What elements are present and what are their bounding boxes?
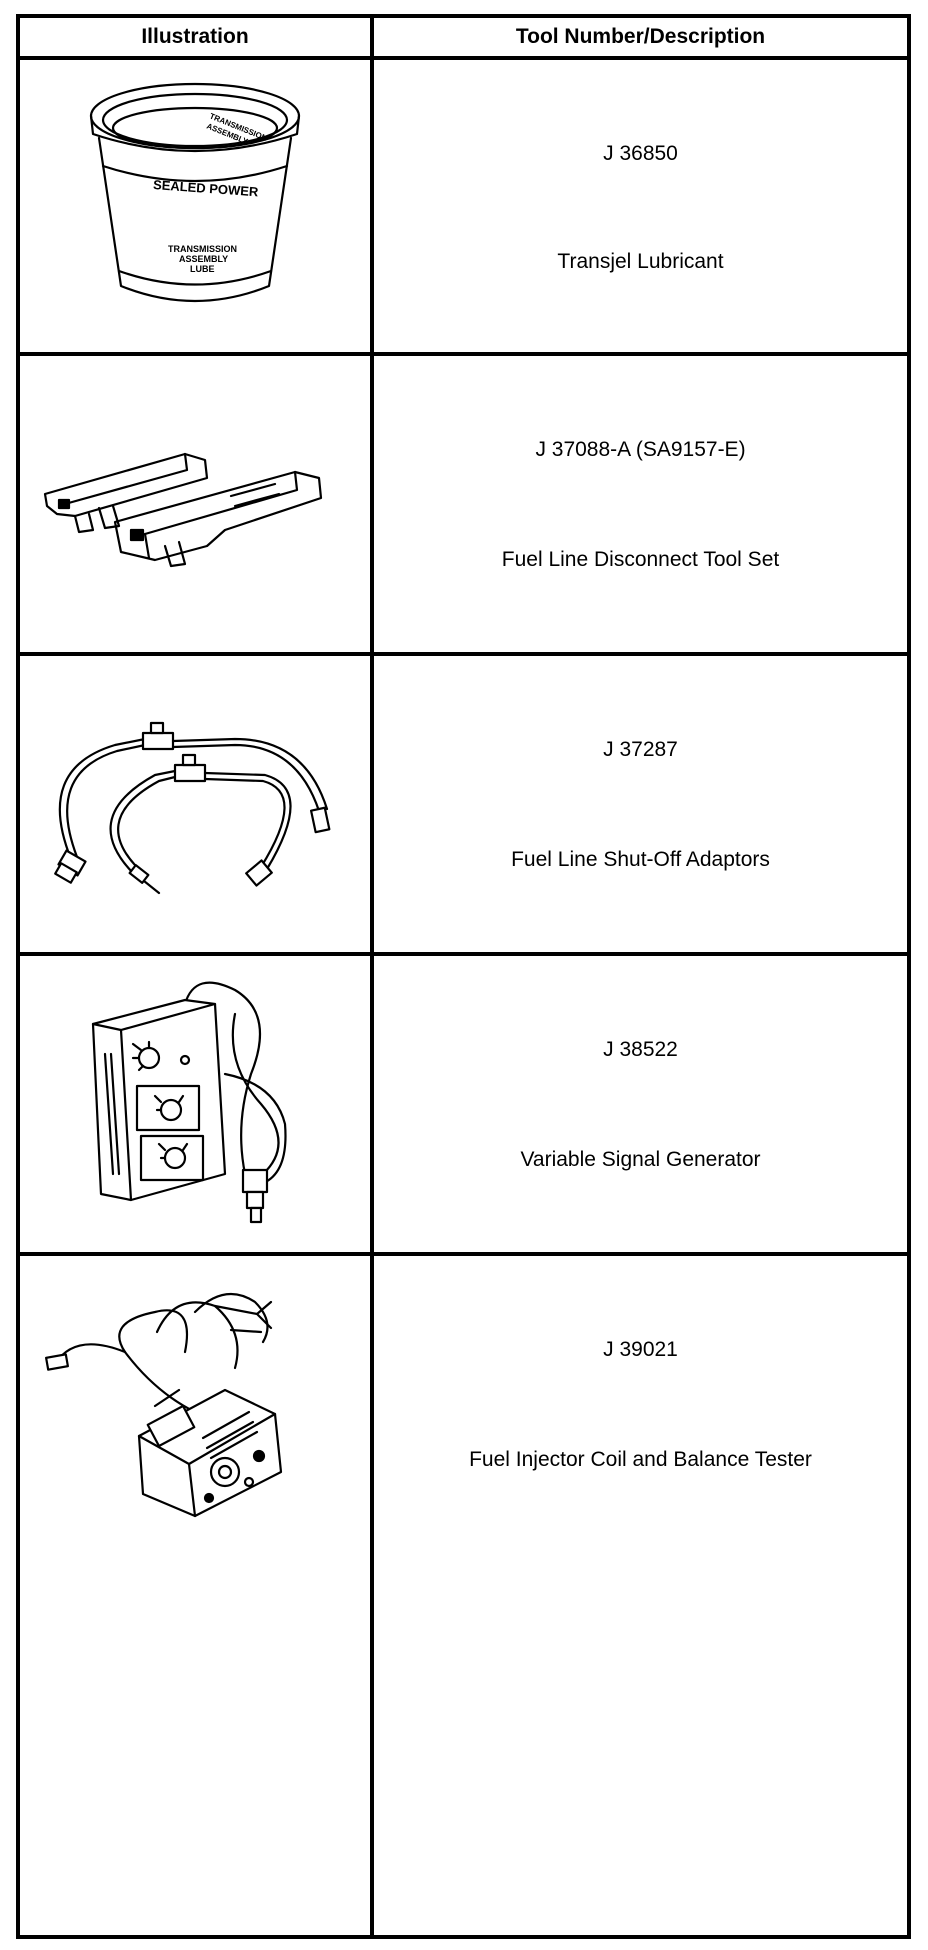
tool-description: Fuel Line Disconnect Tool Set — [501, 548, 780, 571]
tool-number: J 39021 — [603, 1338, 678, 1361]
row-divider — [20, 1252, 907, 1256]
row-divider — [20, 652, 907, 656]
header-tool-number: Tool Number/Description — [515, 25, 766, 48]
row-divider — [20, 352, 907, 356]
tool-cell: J 38522 Variable Signal Generator — [374, 956, 907, 1252]
svg-text:TRANSMISSION: TRANSMISSION — [168, 244, 237, 254]
tool-description: Fuel Injector Coil and Balance Tester — [469, 1448, 812, 1471]
tool-cell: J 37287 Fuel Line Shut-Off Adaptors — [374, 656, 907, 952]
column-divider — [370, 18, 374, 1935]
tool-number: J 37088-A (SA9157-E) — [535, 438, 746, 461]
svg-text:ASSEMBLY: ASSEMBLY — [179, 254, 228, 264]
injector-tester-icon — [20, 1256, 370, 1931]
row-divider — [20, 952, 907, 956]
tool-number: J 38522 — [603, 1038, 678, 1061]
tool-cell: J 37088-A (SA9157-E) Fuel Line Disconnec… — [374, 356, 907, 652]
shut-off-adaptors-icon — [20, 656, 370, 952]
svg-text:SEALED POWER: SEALED POWER — [153, 177, 260, 199]
header-illustration: Illustration — [141, 25, 249, 48]
tool-description: Fuel Line Shut-Off Adaptors — [511, 848, 770, 871]
tool-cell: J 36850 Transjel Lubricant — [374, 60, 907, 352]
svg-text:LUBE: LUBE — [190, 264, 215, 274]
tools-table: Illustration Tool Number/Description TRA… — [16, 14, 911, 1939]
tool-description: Variable Signal Generator — [520, 1148, 761, 1171]
tool-description: Transjel Lubricant — [557, 250, 724, 273]
signal-generator-icon — [20, 956, 370, 1252]
tool-number: J 37287 — [603, 738, 678, 761]
tool-cell: J 39021 Fuel Injector Coil and Balance T… — [374, 1256, 907, 1931]
lubricant-tub-icon: TRANSMISSION ASSEMBLY SEALED POWER TRANS… — [20, 60, 370, 352]
disconnect-tool-set-icon — [20, 356, 370, 652]
row-divider — [20, 56, 907, 60]
tool-number: J 36850 — [603, 142, 678, 165]
